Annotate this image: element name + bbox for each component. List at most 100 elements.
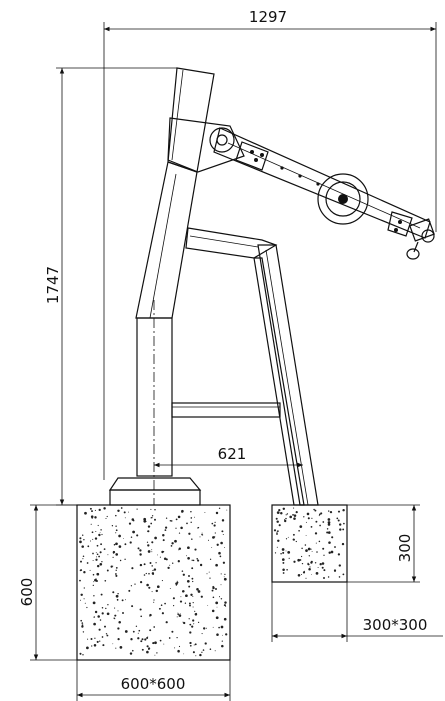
speckle-dot	[91, 645, 93, 647]
speckle-dot	[341, 542, 345, 546]
overall-width-label: 1297	[249, 8, 287, 26]
speckle-dot	[276, 546, 278, 548]
speckle-dot	[82, 631, 85, 633]
speckle-dot	[194, 613, 198, 616]
speckle-dot	[105, 517, 107, 520]
speckle-dot	[196, 588, 199, 591]
speckle-dot	[220, 598, 223, 600]
speckle-dot	[140, 615, 143, 618]
speckle-dot	[215, 511, 219, 515]
speckle-dot	[218, 626, 220, 629]
machine-frame	[108, 67, 435, 506]
speckle-dot	[195, 655, 197, 657]
speckle-dot	[92, 601, 96, 605]
speckle-dot	[107, 604, 109, 606]
speckle-dot	[214, 521, 216, 524]
speckle-dot	[218, 507, 221, 510]
speckle-dot	[141, 648, 144, 651]
speckle-dot	[104, 625, 106, 628]
speckle-dot	[118, 620, 121, 624]
speckle-dot	[188, 618, 190, 620]
speckle-dot	[100, 593, 103, 596]
speckle-dot	[314, 562, 317, 564]
speckle-dot	[207, 605, 209, 606]
speckle-dot	[167, 566, 170, 570]
speckle-dot	[211, 609, 215, 613]
speckle-dot	[134, 583, 136, 585]
speckle-dot	[172, 597, 175, 600]
speckle-dot	[305, 534, 307, 536]
speckle-dot	[215, 563, 218, 567]
speckle-dot	[278, 508, 281, 512]
speckle-dot	[136, 534, 139, 537]
speckle-dot	[273, 529, 277, 532]
speckle-dot	[308, 555, 310, 557]
speckle-dot	[115, 525, 117, 527]
speckle-dot	[117, 610, 119, 612]
leg-spacing-label: 621	[218, 445, 247, 463]
speckle-dot	[86, 606, 88, 609]
speckle-dot	[138, 629, 141, 632]
speckle-dot	[293, 514, 297, 517]
speckle-dot	[330, 550, 334, 554]
foundation-small-size-label: 300*300	[363, 616, 428, 634]
speckle-dot	[98, 555, 101, 558]
speckle-dot	[118, 545, 122, 548]
speckle-dot	[216, 633, 219, 636]
speckle-dot	[181, 570, 184, 572]
dimension-foundation-large-size: 600*600	[76, 660, 231, 701]
speckle-dot	[118, 534, 121, 538]
speckle-dot	[182, 621, 184, 623]
speckle-dot	[287, 551, 291, 554]
concrete-speckle-large	[79, 507, 228, 657]
speckle-dot	[154, 536, 157, 540]
speckle-dot	[285, 550, 287, 552]
speckle-dot	[192, 602, 194, 604]
speckle-dot	[97, 615, 100, 618]
speckle-dot	[103, 548, 106, 550]
speckle-dot	[147, 525, 151, 528]
speckle-dot	[95, 552, 97, 554]
speckle-dot	[281, 558, 285, 561]
speckle-dot	[96, 556, 98, 558]
speckle-dot	[188, 532, 191, 535]
speckle-dot	[189, 641, 192, 645]
speckle-dot	[143, 517, 147, 521]
speckle-dot	[337, 510, 341, 513]
speckle-dot	[319, 563, 322, 566]
speckle-dot	[201, 532, 203, 534]
speckle-dot	[222, 533, 224, 536]
speckle-dot	[96, 573, 98, 575]
speckle-dot	[176, 636, 178, 639]
speckle-dot	[287, 536, 289, 538]
speckle-dot	[216, 606, 218, 608]
speckle-dot	[90, 638, 93, 640]
speckle-dot	[152, 642, 155, 645]
speckle-dot	[94, 509, 96, 511]
speckle-dot	[223, 577, 227, 581]
speckle-dot	[115, 532, 117, 534]
speckle-dot	[282, 568, 285, 571]
speckle-dot	[151, 551, 153, 553]
speckle-dot	[107, 554, 109, 556]
speckle-dot	[80, 619, 83, 622]
speckle-dot	[323, 577, 325, 579]
speckle-dot	[212, 626, 214, 628]
dimension-foundation-small-size: 300*300	[271, 582, 443, 642]
speckle-dot	[185, 594, 188, 598]
speckle-dot	[101, 636, 104, 638]
speckle-dot	[183, 653, 185, 655]
speckle-dot	[139, 553, 142, 556]
speckle-dot	[223, 604, 226, 607]
speckle-dot	[137, 547, 140, 550]
speckle-dot	[124, 630, 128, 633]
overall-height-label: 1747	[44, 266, 62, 304]
dimension-overall-width: 1297	[103, 8, 437, 480]
speckle-dot	[146, 583, 149, 587]
speckle-dot	[311, 517, 313, 519]
speckle-dot	[104, 579, 107, 582]
speckle-dot	[162, 534, 165, 537]
speckle-dot	[303, 516, 305, 518]
speckle-dot	[309, 566, 311, 568]
speckle-dot	[151, 541, 154, 544]
